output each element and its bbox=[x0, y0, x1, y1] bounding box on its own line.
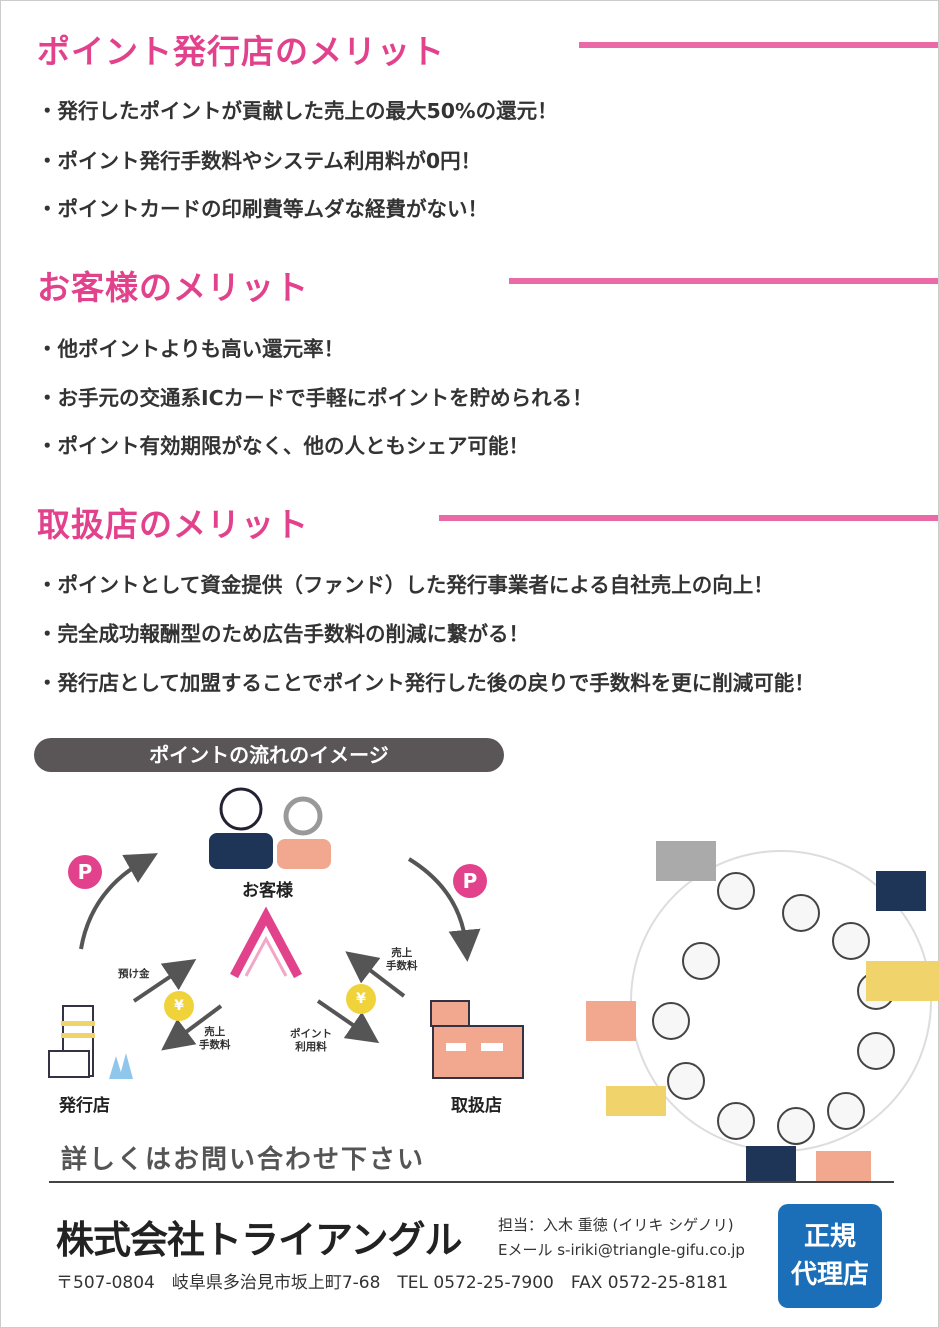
list-item: ・発行したポイントが貢献した売上の最大50%の還元！ bbox=[37, 99, 558, 123]
contact-prompt: 詳しくはお問い合わせ下さい bbox=[61, 1145, 426, 1175]
sales-fee-label: 売上 手数料 bbox=[386, 947, 418, 972]
badge-line: 代理店 bbox=[790, 1260, 869, 1290]
deposit-label: 預け金 bbox=[118, 968, 150, 980]
divider bbox=[49, 1181, 894, 1183]
list-item: ・発行店として加盟することでポイント発行した後の戻りで手数料を更に削減可能！ bbox=[37, 671, 815, 695]
yen-bag-icon: ¥ bbox=[164, 991, 194, 1021]
list-item: ・ポイントカードの印刷費等ムダな経費がない！ bbox=[37, 197, 488, 221]
handler-label: 取扱店 bbox=[451, 1096, 502, 1116]
divider bbox=[509, 278, 938, 284]
section-title-handler: 取扱店のメリット bbox=[37, 505, 309, 544]
flow-arrows bbox=[48, 787, 524, 1079]
list-item: ・ポイント有効期限がなく、他の人ともシェア可能！ bbox=[37, 434, 529, 458]
customer-label: お客様 bbox=[242, 881, 293, 901]
divider bbox=[579, 42, 938, 48]
company-name: 株式会社トライアングル bbox=[56, 1218, 462, 1262]
people-circle-illustration bbox=[586, 841, 939, 1181]
list-item: ・ポイントとして資金提供（ファンド）した発行事業者による自社売上の向上！ bbox=[37, 573, 774, 597]
section-title-customer: お客様のメリット bbox=[37, 268, 309, 307]
email-link[interactable]: Eメール s-iriki@triangle-gifu.co.jp bbox=[498, 1241, 745, 1259]
badge-line: 正規 bbox=[803, 1222, 856, 1252]
section-title-issuer: ポイント発行店のメリット bbox=[37, 32, 445, 71]
sales-fee-label: 売上 手数料 bbox=[199, 1026, 231, 1051]
flow-title: ポイントの流れのイメージ bbox=[34, 738, 504, 772]
list-item: ・ポイント発行手数料やシステム利用料が0円！ bbox=[37, 149, 482, 173]
point-badge-icon: P bbox=[68, 855, 102, 889]
point-fee-label: ポイント 利用料 bbox=[290, 1028, 332, 1053]
point-badge-icon: P bbox=[453, 864, 487, 898]
yen-bag-icon: ¥ bbox=[346, 984, 376, 1014]
authorized-agent-badge: 正規 代理店 bbox=[778, 1204, 882, 1308]
divider bbox=[439, 515, 938, 521]
list-item: ・お手元の交通系ICカードで手軽にポイントを貯められる！ bbox=[37, 386, 593, 410]
address-phone: 〒507-0804 岐阜県多治見市坂上町7-68 TEL 0572-25-790… bbox=[56, 1273, 729, 1293]
list-item: ・他ポイントよりも高い還元率！ bbox=[37, 337, 345, 361]
issuer-label: 発行店 bbox=[59, 1096, 110, 1116]
contact-person: 担当：入木 重徳 (イリキ シゲノリ) bbox=[498, 1216, 734, 1234]
list-item: ・完全成功報酬型のため広告手数料の削減に繋がる！ bbox=[37, 622, 529, 646]
